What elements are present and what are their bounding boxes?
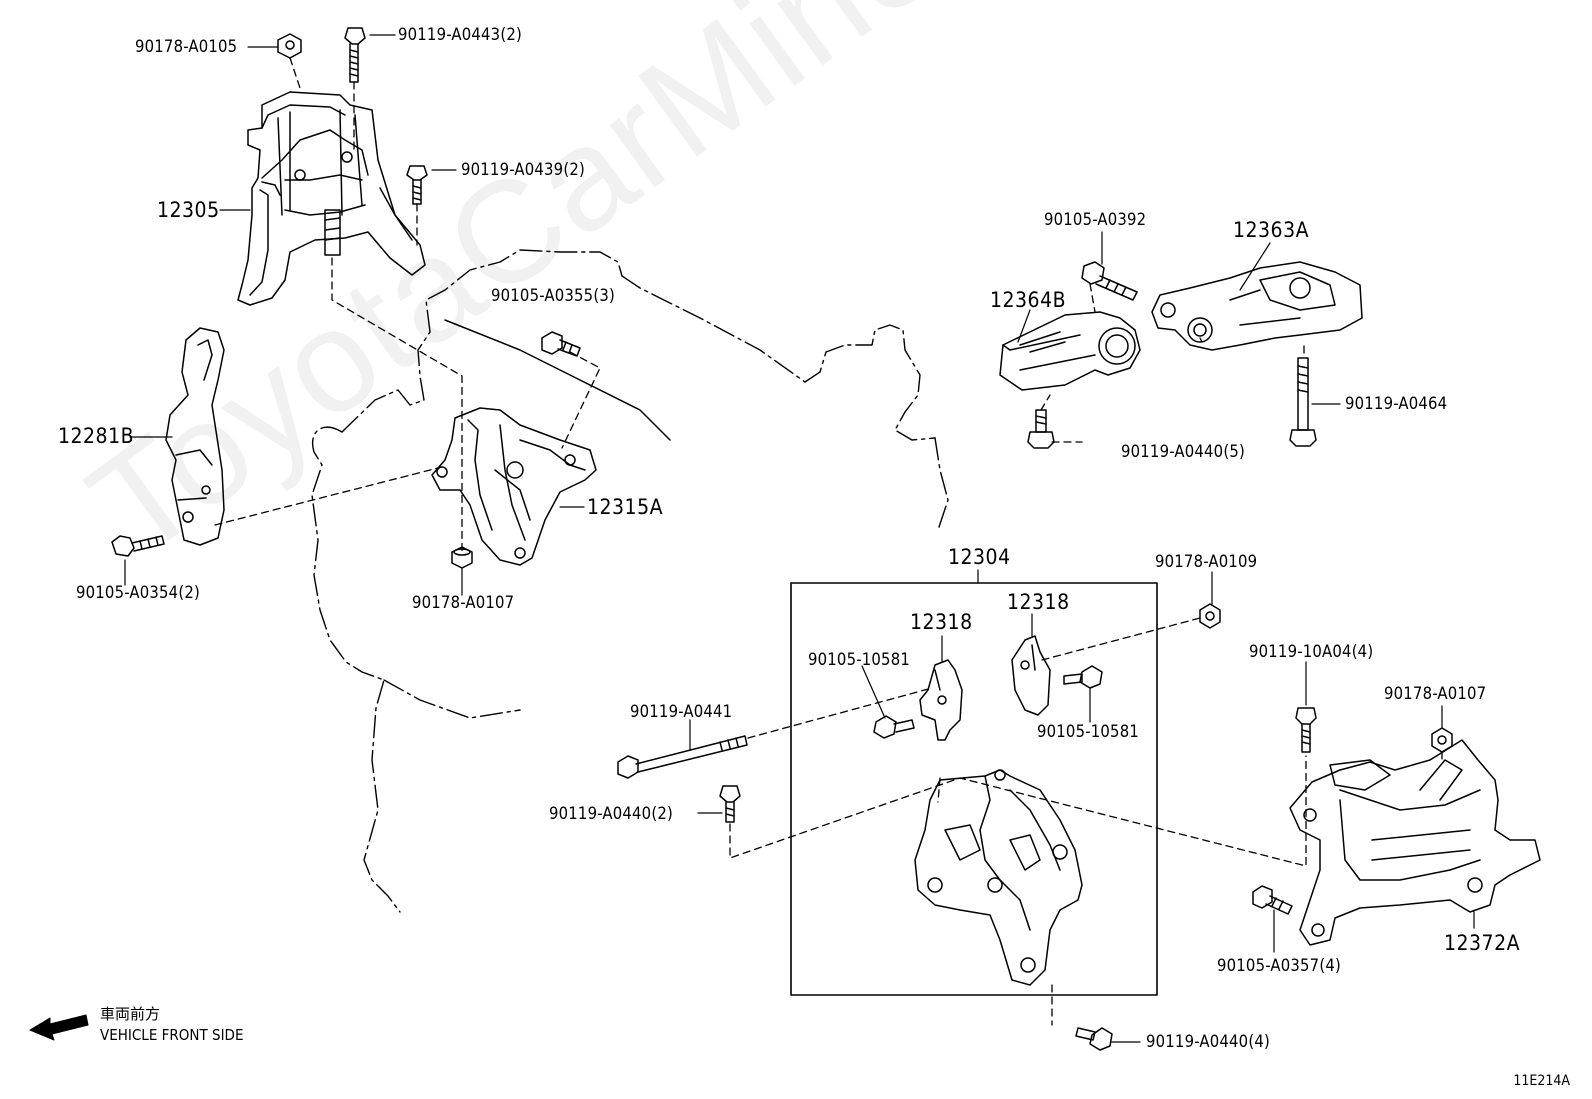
part-90105-A0354-bolt bbox=[111, 535, 165, 557]
label-90119-A0440-4: 90119-A0440(4) bbox=[1146, 1032, 1270, 1051]
engine-outline bbox=[311, 249, 949, 913]
part-90119-A0439-bolt bbox=[406, 165, 428, 205]
label-90105-A0357: 90105-A0357(4) bbox=[1217, 956, 1341, 975]
part-90178-A0109-nut bbox=[1199, 603, 1221, 629]
label-90105-A0392: 90105-A0392 bbox=[1044, 210, 1147, 229]
part-12281B-bracket bbox=[165, 327, 225, 546]
label-90105-10581-b: 90105-10581 bbox=[1037, 722, 1139, 741]
part-90105-10581-bolt-b bbox=[1063, 665, 1103, 689]
part-12318-bracket-a bbox=[919, 659, 963, 741]
label-90105-10581-a: 90105-10581 bbox=[808, 650, 910, 669]
label-90178-A0105: 90178-A0105 bbox=[135, 37, 238, 56]
part-90105-A0392-bolt bbox=[1081, 261, 1138, 301]
label-90119-A0440-5: 90119-A0440(5) bbox=[1121, 442, 1245, 461]
label-90119-A0439: 90119-A0439(2) bbox=[461, 160, 585, 179]
label-12281B: 12281B bbox=[58, 424, 135, 448]
label-12318-b: 12318 bbox=[1007, 590, 1070, 614]
label-90119-A0440-2: 90119-A0440(2) bbox=[549, 804, 673, 823]
label-12315A: 12315A bbox=[587, 495, 664, 519]
vehicle-front-arrow bbox=[29, 1014, 89, 1041]
label-90178-A0107-b: 90178-A0107 bbox=[1384, 684, 1487, 703]
vehicle-front-en: VEHICLE FRONT SIDE bbox=[100, 1026, 244, 1044]
label-90178-A0107-a: 90178-A0107 bbox=[412, 593, 515, 612]
part-12364B-bracket bbox=[999, 311, 1141, 391]
vehicle-front-indicator: 車両前方 VEHICLE FRONT SIDE bbox=[100, 1004, 243, 1046]
label-12305: 12305 bbox=[157, 198, 220, 222]
group-12304-box bbox=[790, 582, 1158, 996]
part-90119-A0440-2-bolt bbox=[719, 785, 741, 823]
label-12304: 12304 bbox=[948, 545, 1011, 569]
vehicle-front-jp: 車両前方 bbox=[100, 1005, 161, 1023]
drawing-code: 11E214A bbox=[1513, 1073, 1570, 1089]
part-12305-engine-mount bbox=[237, 91, 426, 306]
part-12363A-torque-rod bbox=[1151, 261, 1363, 351]
label-90119-A0464: 90119-A0464 bbox=[1345, 394, 1448, 413]
part-12304-bracket bbox=[914, 769, 1083, 986]
leader-lines bbox=[124, 34, 1475, 1043]
part-90105-10581-bolt-a bbox=[873, 715, 915, 739]
part-90119-A0441-bolt bbox=[617, 735, 748, 779]
label-90119-A0443: 90119-A0443(2) bbox=[398, 25, 522, 44]
label-90119-10A04: 90119-10A04(4) bbox=[1249, 642, 1374, 661]
engine-cover-line bbox=[444, 319, 671, 441]
label-90105-A0354: 90105-A0354(2) bbox=[76, 583, 200, 602]
part-90119-A0443-bolt bbox=[344, 27, 366, 83]
part-90119-A0464-bolt bbox=[1289, 357, 1317, 447]
label-12372A: 12372A bbox=[1444, 931, 1521, 955]
part-90119-10A04-bolt bbox=[1295, 707, 1317, 753]
part-90178-A0105-nut bbox=[277, 33, 302, 59]
part-12372A-mount bbox=[1289, 739, 1541, 946]
assembly-dashed-lines bbox=[214, 57, 1443, 1026]
label-90178-A0109: 90178-A0109 bbox=[1155, 552, 1258, 571]
label-12318-a: 12318 bbox=[910, 610, 973, 634]
part-90119-A0440-5-bolt bbox=[1027, 409, 1055, 449]
label-12364B: 12364B bbox=[990, 288, 1067, 312]
part-90105-A0357-bolt bbox=[1252, 885, 1293, 915]
label-90119-A0441: 90119-A0441 bbox=[630, 702, 733, 721]
label-90105-A0355: 90105-A0355(3) bbox=[491, 286, 615, 305]
part-12315A-bracket bbox=[431, 407, 597, 566]
label-12363A: 12363A bbox=[1233, 218, 1310, 242]
part-90119-A0440-4-bolt bbox=[1075, 1027, 1113, 1051]
part-90105-A0355-bolt bbox=[541, 331, 581, 357]
part-12318-bracket-b bbox=[1011, 635, 1051, 716]
